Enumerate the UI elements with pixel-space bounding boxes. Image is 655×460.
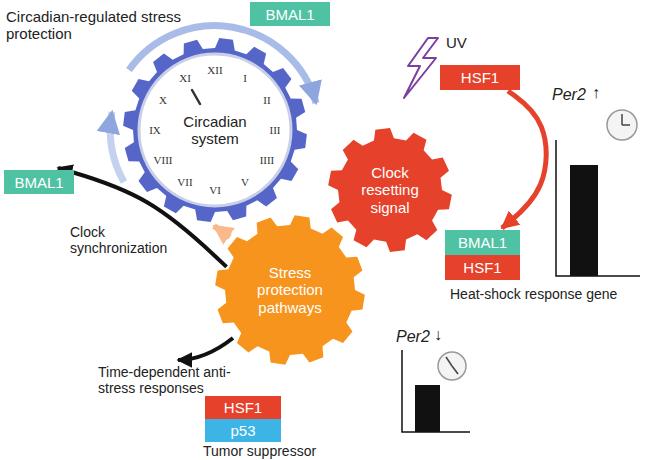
box-text: BMAL1 (14, 174, 63, 191)
arrow-connector (502, 91, 546, 228)
clock-numeral: XII (207, 64, 222, 77)
gene-label: Per2 (396, 328, 430, 346)
clock-numeral: IIII (260, 154, 275, 167)
gear-outline (328, 128, 452, 252)
gear-text: Stress protection pathways (243, 264, 338, 316)
factor-box: HSF1 (440, 65, 520, 90)
output-arrow (178, 338, 233, 360)
gear-outline (215, 215, 365, 365)
factor-box: HSF1 (445, 255, 520, 280)
trend-arrow: ↓ (434, 326, 442, 344)
box-text: HSF1 (224, 399, 262, 416)
gear-hub (229, 229, 351, 351)
clock-numeral: VIII (154, 154, 173, 167)
box-text: HSF1 (461, 69, 499, 86)
clock-numeral: XI (179, 72, 191, 85)
pathway-gear: Stress protection pathways (215, 215, 365, 365)
gear-outline (123, 38, 307, 222)
uv-bolt (404, 38, 438, 98)
box-text: p53 (230, 422, 255, 439)
chart-bar (415, 385, 440, 432)
clock-numeral: V (241, 176, 249, 189)
clock-numeral: I (243, 72, 247, 85)
arrow-label: Circadian-regulated stress protection (6, 8, 191, 43)
factor-box: BMAL1 (445, 230, 520, 255)
clock-face (139, 54, 291, 206)
clock-numeral: VI (209, 184, 221, 197)
gear-text: Clock resetting signal (350, 164, 430, 216)
chart-bar (570, 165, 598, 276)
clock-numeral: VII (177, 176, 192, 189)
clock-icon (438, 352, 466, 380)
clock-numeral: X (159, 94, 167, 107)
arrow-label: Clock synchronization (70, 224, 188, 256)
factor-box: BMAL1 (4, 170, 74, 194)
factor-box: BMAL1 (250, 2, 330, 26)
stimulus-label: UV (446, 34, 467, 51)
arrow-label: Time-dependent anti-stress responses (98, 364, 258, 396)
cycle-arrow (110, 112, 124, 182)
feedback-arrow (214, 226, 230, 237)
box-text: BMAL1 (458, 234, 507, 251)
chart-axis (402, 350, 470, 432)
signal-gear: Clock resetting signal (328, 128, 452, 252)
gene-caption: Heat-shock response gene (450, 286, 617, 302)
factor-box: HSF1 (205, 396, 281, 419)
gear-text: Circadian system (165, 113, 265, 148)
trend-arrow: ↑ (592, 84, 600, 102)
gear-hub (342, 142, 438, 238)
role-label: Tumor suppressor (203, 443, 316, 459)
clock-hand (192, 90, 200, 104)
clock-numeral: II (263, 94, 270, 107)
clock-numeral: III (270, 124, 281, 137)
clock-numeral: IX (149, 124, 161, 137)
gene-label: Per2 (552, 86, 586, 104)
box-text: BMAL1 (265, 6, 314, 23)
chart-axis (556, 140, 640, 276)
clock-icon (607, 110, 637, 140)
box-text: HSF1 (463, 259, 501, 276)
factor-box: p53 (205, 419, 281, 442)
